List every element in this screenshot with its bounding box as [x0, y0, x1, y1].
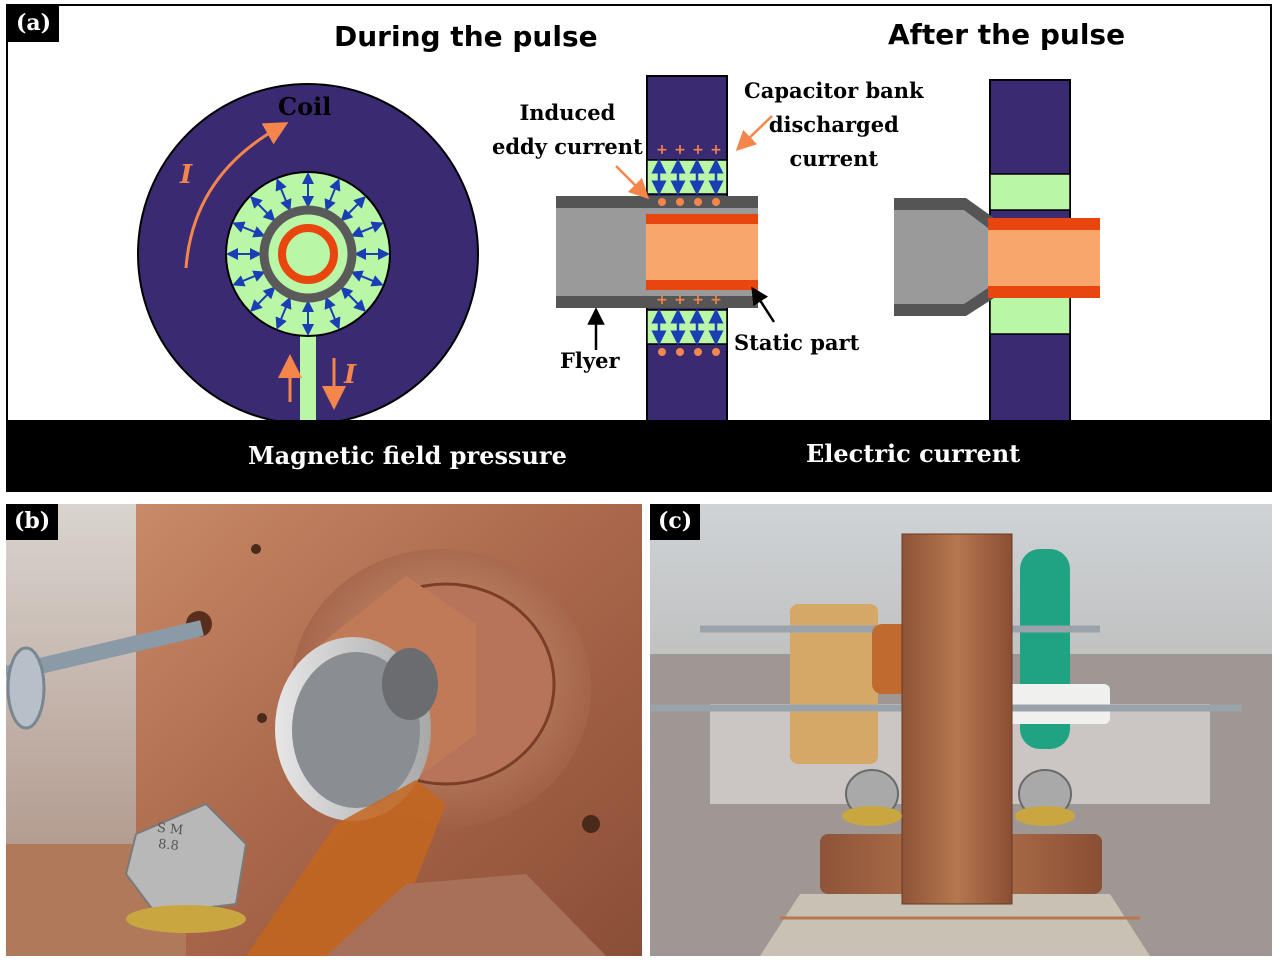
wood-block [790, 604, 878, 764]
panel-b-photo: S M 8.8 (b) [6, 504, 642, 956]
radial-field-arrows [226, 172, 390, 336]
fixture-photo-illustration [650, 504, 1272, 956]
positive-charge: + [710, 292, 722, 308]
radial-field-arrow [340, 286, 366, 312]
flyer-wall-top [556, 196, 758, 208]
radial-field-arrow [350, 270, 384, 287]
positive-charge: + [692, 142, 704, 158]
legend-bar [8, 420, 1270, 490]
radial-field-arrow [232, 270, 266, 287]
radial-field-arrow [250, 196, 276, 222]
radial-field-arrow [232, 221, 266, 238]
radial-field-arrow [324, 296, 341, 330]
positive-charge: + [656, 142, 668, 158]
negative-charge-dot [676, 348, 684, 356]
static-part-after [988, 218, 1100, 298]
during-pulse-section: + + + + + + + + [556, 75, 758, 423]
tube-bottom [382, 648, 438, 720]
negative-charge-dot [694, 198, 702, 206]
base-board [760, 894, 1150, 956]
hex-bolt [124, 802, 248, 916]
schematic-svg: + + + + + + + + [137, 75, 1100, 470]
static-part-top-edge [646, 214, 758, 224]
coil-current-arrow [184, 122, 289, 269]
radial-field-arrow [340, 196, 366, 222]
radial-field-arrow [324, 178, 341, 212]
positive-charge: + [674, 292, 686, 308]
panel-a-tag: (a) [8, 6, 60, 42]
static-part-bottom-edge [646, 280, 758, 290]
positive-charge: + [710, 142, 722, 158]
current-symbol-coil: I [180, 160, 193, 190]
screw-hole-mid [257, 713, 267, 723]
charge-markers: + + + + + + + + [656, 142, 722, 356]
legend-magnetic-label: Magnetic field pressure [248, 441, 567, 470]
positive-charge: + [656, 292, 668, 308]
negative-charge-dot [694, 348, 702, 356]
field-gap-top-after [989, 173, 1071, 211]
brass-washer [126, 905, 246, 933]
current-symbol-lead: I [344, 360, 357, 390]
static-part-label: Static part [734, 330, 860, 355]
induced-pointer [615, 165, 650, 200]
copper-column [901, 533, 1013, 905]
negative-charge-dot [712, 198, 720, 206]
induced-eddy-label: Induced eddy current [492, 100, 643, 159]
screw-hole-right [582, 815, 600, 833]
washer-right [1015, 806, 1075, 826]
negative-charge-dot [712, 348, 720, 356]
radial-field-arrow [275, 296, 292, 330]
after-pulse-section [894, 79, 1100, 423]
capacitor-pointer [735, 115, 773, 151]
flyer-label: Flyer [560, 348, 620, 373]
negative-charge-dot [658, 348, 666, 356]
panel-b-tag: (b) [6, 504, 59, 540]
panel-c-photo: (c) [650, 504, 1272, 956]
radial-field-arrow [350, 221, 384, 238]
static-pointer [751, 286, 776, 323]
bolt-marking: S M 8.8 [156, 820, 184, 854]
negative-charge-dot [658, 198, 666, 206]
washer-left [842, 806, 902, 826]
static-part [646, 214, 758, 290]
washer [6, 646, 46, 730]
positive-charge: + [692, 292, 704, 308]
heading-after-pulse: After the pulse [888, 18, 1126, 51]
field-gap-bottom-after [989, 295, 1071, 335]
panel-c-tag: (c) [650, 504, 701, 540]
capacitor-bank-label: Capacitor bank discharged current [744, 78, 924, 171]
radial-field-arrow [275, 178, 292, 212]
field-arrows-during [651, 158, 724, 346]
static-ring [278, 224, 338, 284]
screw-hole-top [251, 544, 261, 554]
positive-charge: + [674, 142, 686, 158]
static-part-after-top-edge [988, 218, 1100, 230]
static-part-after-bottom-edge [988, 286, 1100, 298]
negative-charge-dot [676, 198, 684, 206]
radial-field-arrow [250, 286, 276, 312]
flyer-ring [259, 205, 357, 303]
panel-a-schematic: (a) During the pulse After the pulse [6, 4, 1272, 492]
coil-front-view [137, 83, 479, 426]
flyer-wall-bottom [556, 296, 758, 308]
coil-photo-illustration [6, 504, 642, 956]
copper-base-front [326, 874, 606, 956]
legend-electric-label: Electric current [806, 439, 1021, 468]
coil-label: Coil [278, 92, 332, 121]
heading-during-pulse: During the pulse [334, 20, 598, 53]
